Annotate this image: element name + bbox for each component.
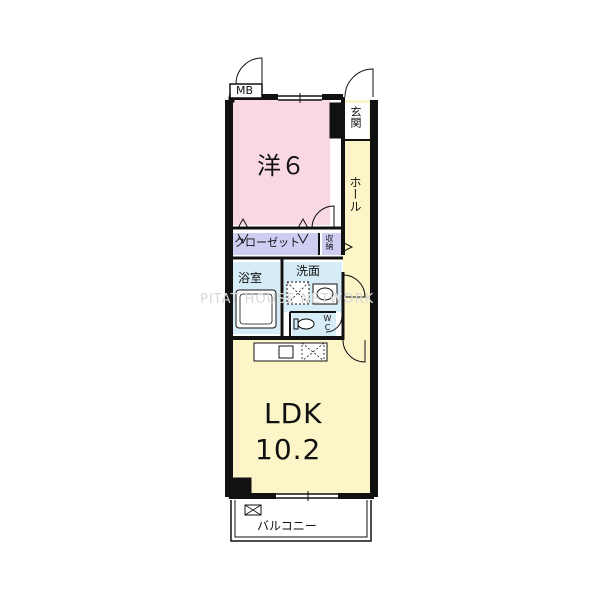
kitchen-counter (253, 342, 328, 362)
western-room-fill (233, 100, 330, 225)
ldk-fill (233, 340, 370, 495)
hall-label: ホール (348, 176, 362, 212)
closet-door-marks (237, 217, 354, 252)
storage-fill (322, 233, 342, 255)
western-room-label: 洋６ (257, 152, 305, 180)
entrance-label: 玄関 (349, 106, 362, 128)
bath-label: 浴室 (238, 271, 263, 285)
entrance-fill (345, 103, 369, 141)
bathtub (235, 289, 277, 329)
mb-label: MB (236, 84, 254, 97)
washer-spot (286, 281, 310, 305)
watermark: PITAT HOUSE NETWORK (200, 292, 375, 307)
ldk-size-label: 10.2 (255, 433, 322, 466)
balcony (230, 500, 372, 542)
door-swings (235, 57, 374, 363)
closet-label: クローゼット (234, 236, 300, 249)
mb-box (229, 83, 263, 99)
wc-label: WC (323, 314, 332, 332)
ldk-label: LDK (264, 397, 323, 430)
washbasin (312, 283, 338, 305)
toilet (297, 318, 315, 330)
storage-label: 収納 (325, 234, 334, 250)
washroom-label: 洗面 (296, 264, 321, 278)
balcony-label: バルコニー (257, 519, 317, 533)
walls (225, 93, 378, 501)
closet-fill (233, 233, 319, 255)
